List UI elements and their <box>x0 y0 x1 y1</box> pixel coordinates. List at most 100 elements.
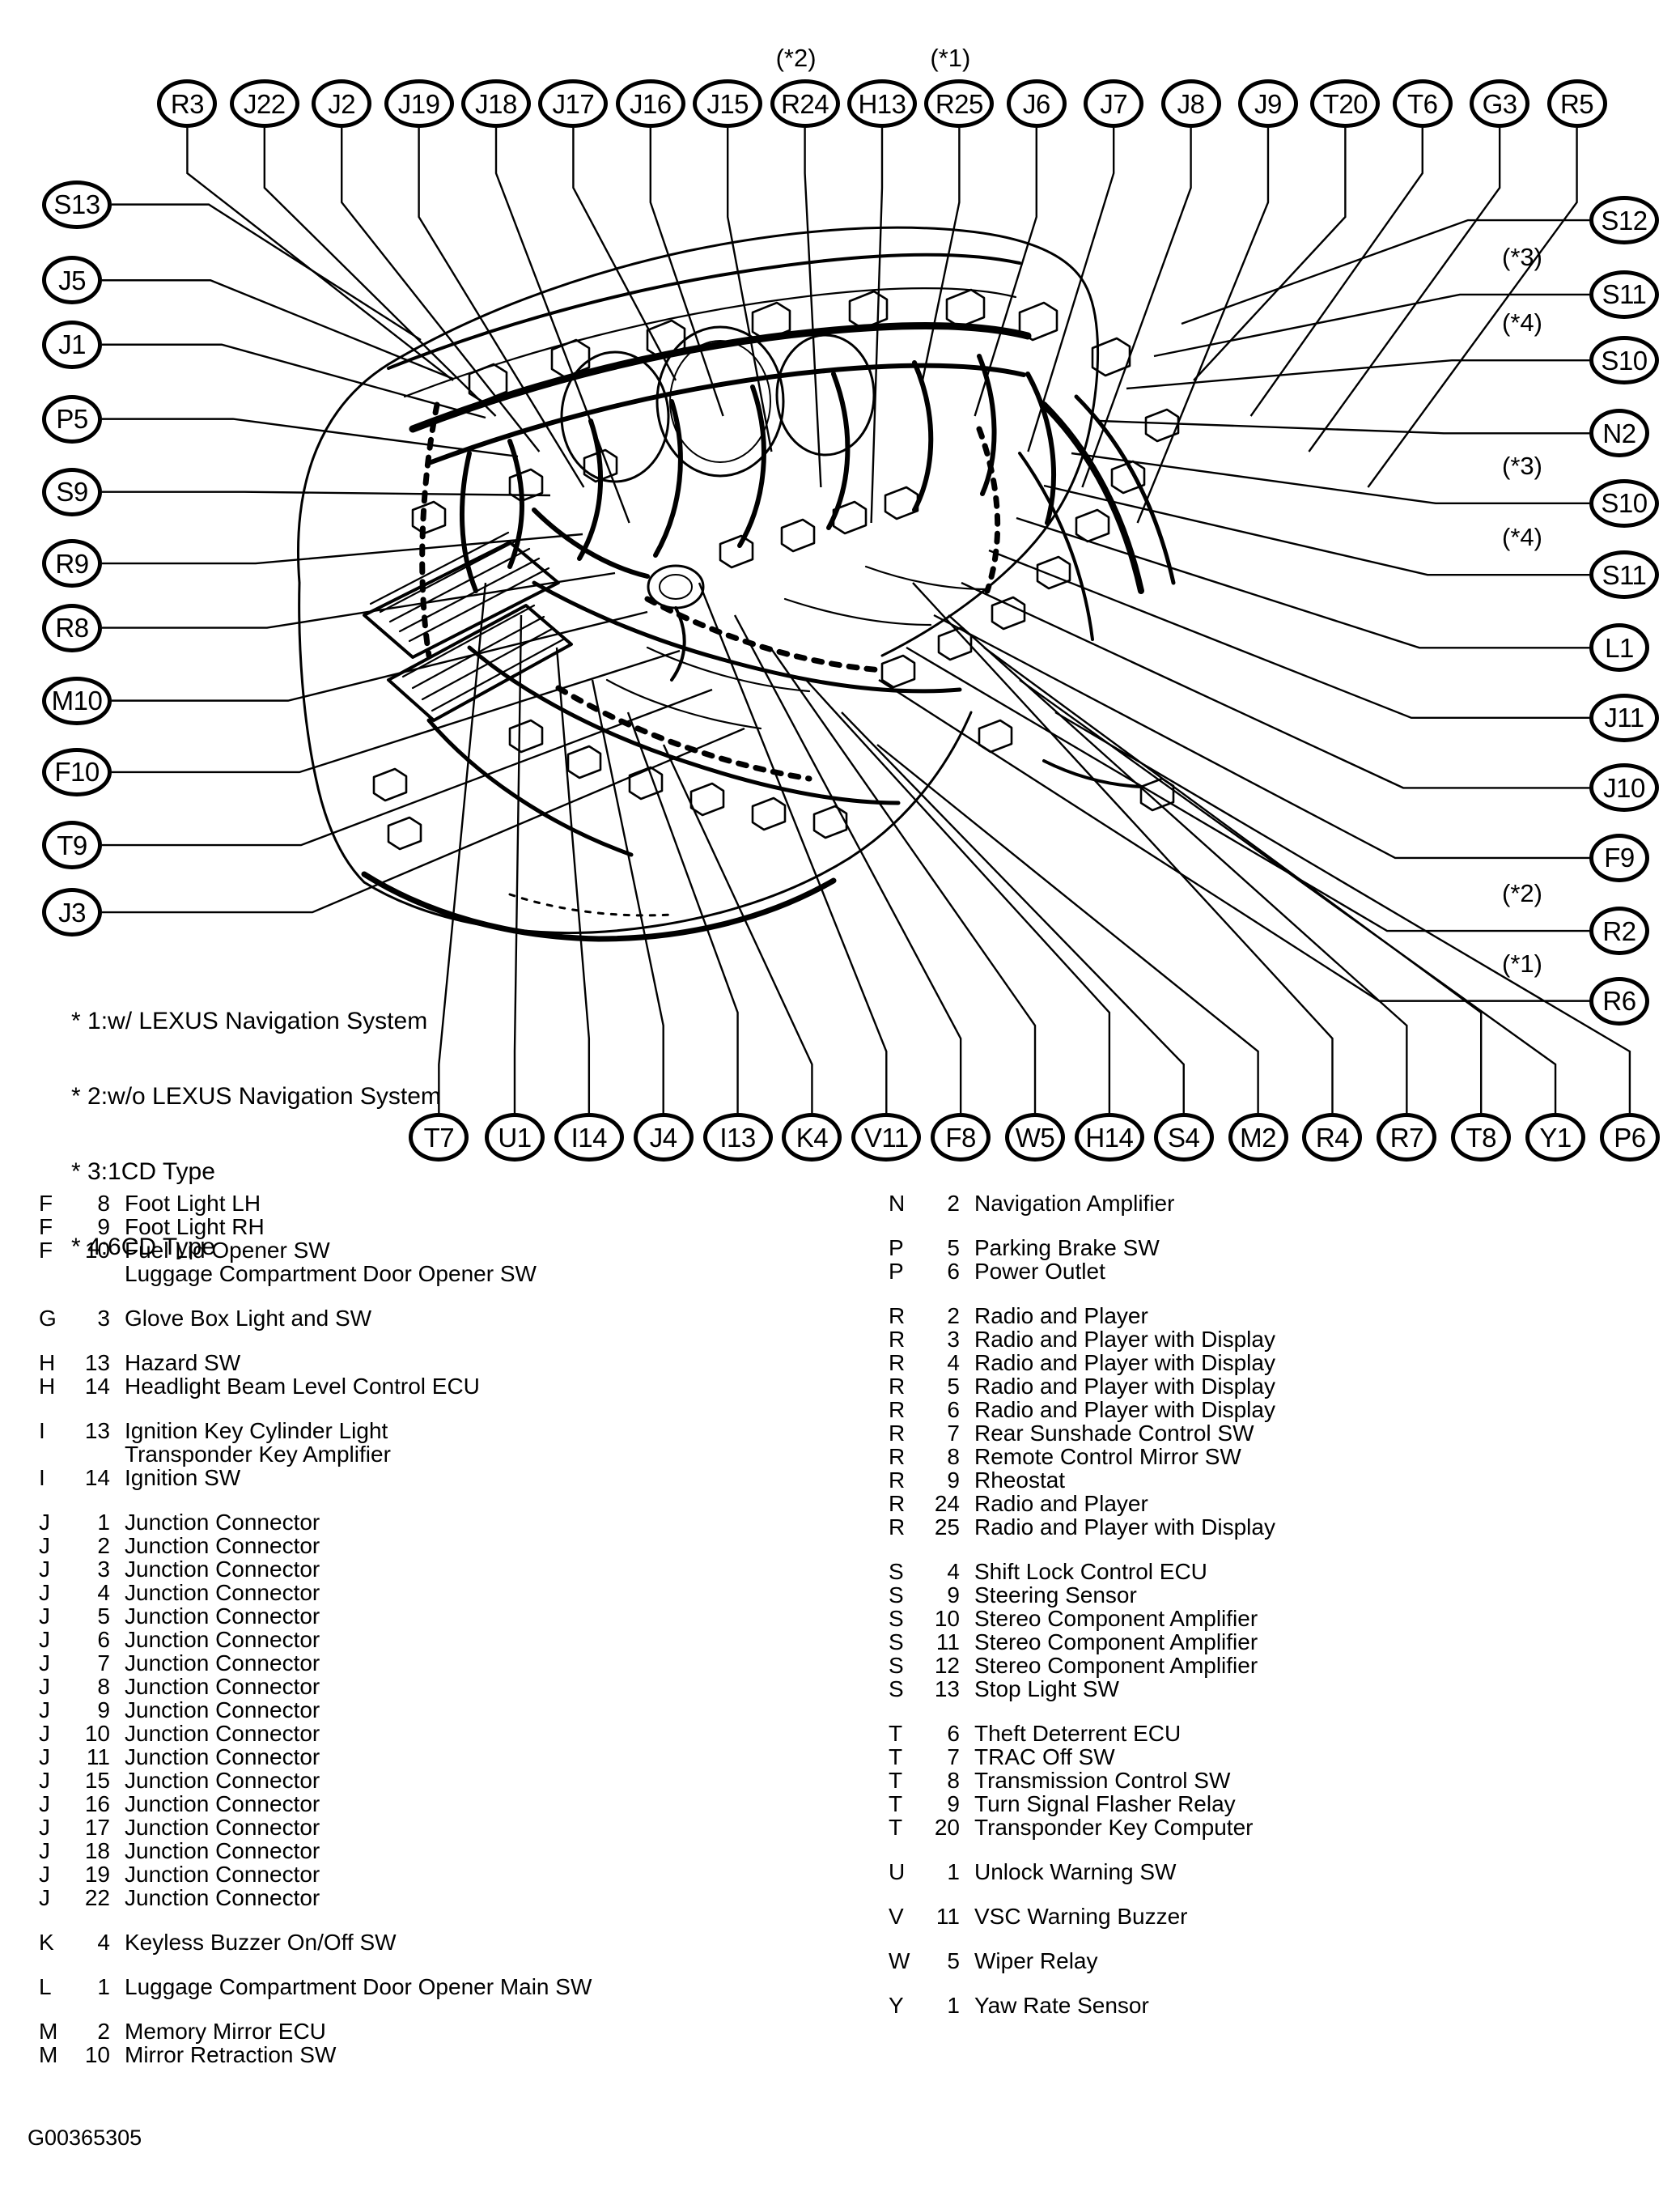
callout-left-s13-0[interactable]: S13 <box>42 180 112 229</box>
legend-description: Rear Sunshade Control SW <box>974 1421 1254 1446</box>
callout-bottom-p6[interactable]: P6 <box>1599 1113 1660 1162</box>
legend-letter: S <box>889 1559 904 1584</box>
callout-bottom-u1[interactable]: U1 <box>484 1113 545 1162</box>
callout-right-l1-6[interactable]: L1 <box>1589 623 1649 673</box>
callout-top-j18[interactable]: J18 <box>461 79 531 128</box>
legend-letter: J <box>39 1697 50 1722</box>
connector-code: J1 <box>58 329 86 360</box>
callout-left-j1-2[interactable]: J1 <box>42 320 102 369</box>
callout-left-p5-3[interactable]: P5 <box>42 394 102 444</box>
connector-code: T8 <box>1466 1122 1496 1153</box>
callout-left-s9-4[interactable]: S9 <box>42 467 102 516</box>
callout-bottom-y1[interactable]: Y1 <box>1525 1113 1586 1162</box>
callout-left-f10-8[interactable]: F10 <box>42 747 112 796</box>
callout-right-s11-5[interactable]: S11 <box>1589 550 1659 600</box>
callout-bottom-r7[interactable]: R7 <box>1377 1113 1437 1162</box>
callout-right-s12-0[interactable]: S12 <box>1589 196 1659 245</box>
callout-bottom-j4[interactable]: J4 <box>633 1113 694 1162</box>
legend-letter: P <box>889 1235 904 1260</box>
callout-bottom-v11[interactable]: V11 <box>851 1113 922 1162</box>
callout-right-r2-10[interactable]: R2 <box>1589 907 1649 956</box>
callout-right-r6-11[interactable]: R6 <box>1589 976 1649 1026</box>
callout-top-r3[interactable]: R3 <box>157 79 218 128</box>
footnote-marker-right-2: (*4) <box>1502 308 1542 338</box>
callout-top-t6[interactable]: T6 <box>1392 79 1453 128</box>
legend-description: Junction Connector <box>125 1650 320 1675</box>
callout-left-r9-5[interactable]: R9 <box>42 539 102 588</box>
callout-top-j6[interactable]: J6 <box>1006 79 1067 128</box>
legend-letter: S <box>889 1582 904 1608</box>
callout-right-j11-7[interactable]: J11 <box>1589 693 1659 742</box>
callout-bottom-f8[interactable]: F8 <box>931 1113 991 1162</box>
callout-top-t20[interactable]: T20 <box>1310 79 1381 128</box>
callout-bottom-k4[interactable]: K4 <box>782 1113 842 1162</box>
callout-top-r24[interactable]: R24 <box>770 79 840 128</box>
callout-top-j2[interactable]: J2 <box>312 79 372 128</box>
legend-description: Stereo Component Amplifier <box>974 1629 1258 1654</box>
callout-left-j3-10[interactable]: J3 <box>42 888 102 937</box>
callout-bottom-s4[interactable]: S4 <box>1153 1113 1214 1162</box>
connector-code: H13 <box>858 88 906 119</box>
connector-code: I14 <box>571 1122 608 1153</box>
legend-description: Power Outlet <box>974 1259 1105 1284</box>
callout-top-g3[interactable]: G3 <box>1470 79 1530 128</box>
callout-right-s10-4[interactable]: S10 <box>1589 478 1659 528</box>
callout-left-j5-1[interactable]: J5 <box>42 256 102 305</box>
callout-top-j16[interactable]: J16 <box>615 79 685 128</box>
legend-description: Junction Connector <box>125 1697 320 1722</box>
legend-description: Glove Box Light and SW <box>125 1306 372 1331</box>
callout-top-r25[interactable]: R25 <box>924 79 995 128</box>
callout-right-n2-3[interactable]: N2 <box>1589 409 1649 458</box>
callout-bottom-w5[interactable]: W5 <box>1005 1113 1066 1162</box>
callout-top-h13[interactable]: H13 <box>846 79 917 128</box>
legend-description: Stereo Component Amplifier <box>974 1653 1258 1678</box>
legend-number: 10 <box>84 1238 110 1263</box>
callout-right-j10-8[interactable]: J10 <box>1589 763 1659 813</box>
callout-top-j8[interactable]: J8 <box>1160 79 1221 128</box>
callout-bottom-m2[interactable]: M2 <box>1228 1113 1288 1162</box>
callout-bottom-i14[interactable]: I14 <box>554 1113 624 1162</box>
legend-letter: V <box>889 1904 904 1929</box>
legend-number: 6 <box>97 1627 110 1652</box>
callout-top-j9[interactable]: J9 <box>1237 79 1298 128</box>
callout-left-m10-7[interactable]: M10 <box>42 676 112 725</box>
callout-bottom-t8[interactable]: T8 <box>1451 1113 1512 1162</box>
callout-top-r5[interactable]: R5 <box>1546 79 1607 128</box>
callout-left-t9-9[interactable]: T9 <box>42 821 102 870</box>
callout-right-s10-2[interactable]: S10 <box>1589 336 1659 385</box>
callout-top-j17[interactable]: J17 <box>538 79 609 128</box>
callout-top-j19[interactable]: J19 <box>384 79 454 128</box>
legend-letter: J <box>39 1721 50 1746</box>
callout-bottom-r4[interactable]: R4 <box>1302 1113 1363 1162</box>
callout-top-j7[interactable]: J7 <box>1084 79 1144 128</box>
callout-top-j15[interactable]: J15 <box>693 79 763 128</box>
connector-code: U1 <box>498 1122 532 1153</box>
legend-letter: R <box>889 1421 906 1446</box>
legend-letter: F <box>39 1214 53 1239</box>
connector-code: P5 <box>56 404 88 435</box>
legend-letter: R <box>889 1514 906 1540</box>
callout-bottom-i13[interactable]: I13 <box>702 1113 773 1162</box>
callout-bottom-h14[interactable]: H14 <box>1074 1113 1144 1162</box>
callout-right-f9-9[interactable]: F9 <box>1589 833 1649 882</box>
callout-left-r8-6[interactable]: R8 <box>42 603 102 652</box>
connector-code: T20 <box>1322 88 1368 119</box>
legend-description: Rheostat <box>974 1467 1066 1493</box>
callout-top-j22[interactable]: J22 <box>229 79 299 128</box>
callout-bottom-t7[interactable]: T7 <box>409 1113 469 1162</box>
callout-right-s11-1[interactable]: S11 <box>1589 270 1659 319</box>
